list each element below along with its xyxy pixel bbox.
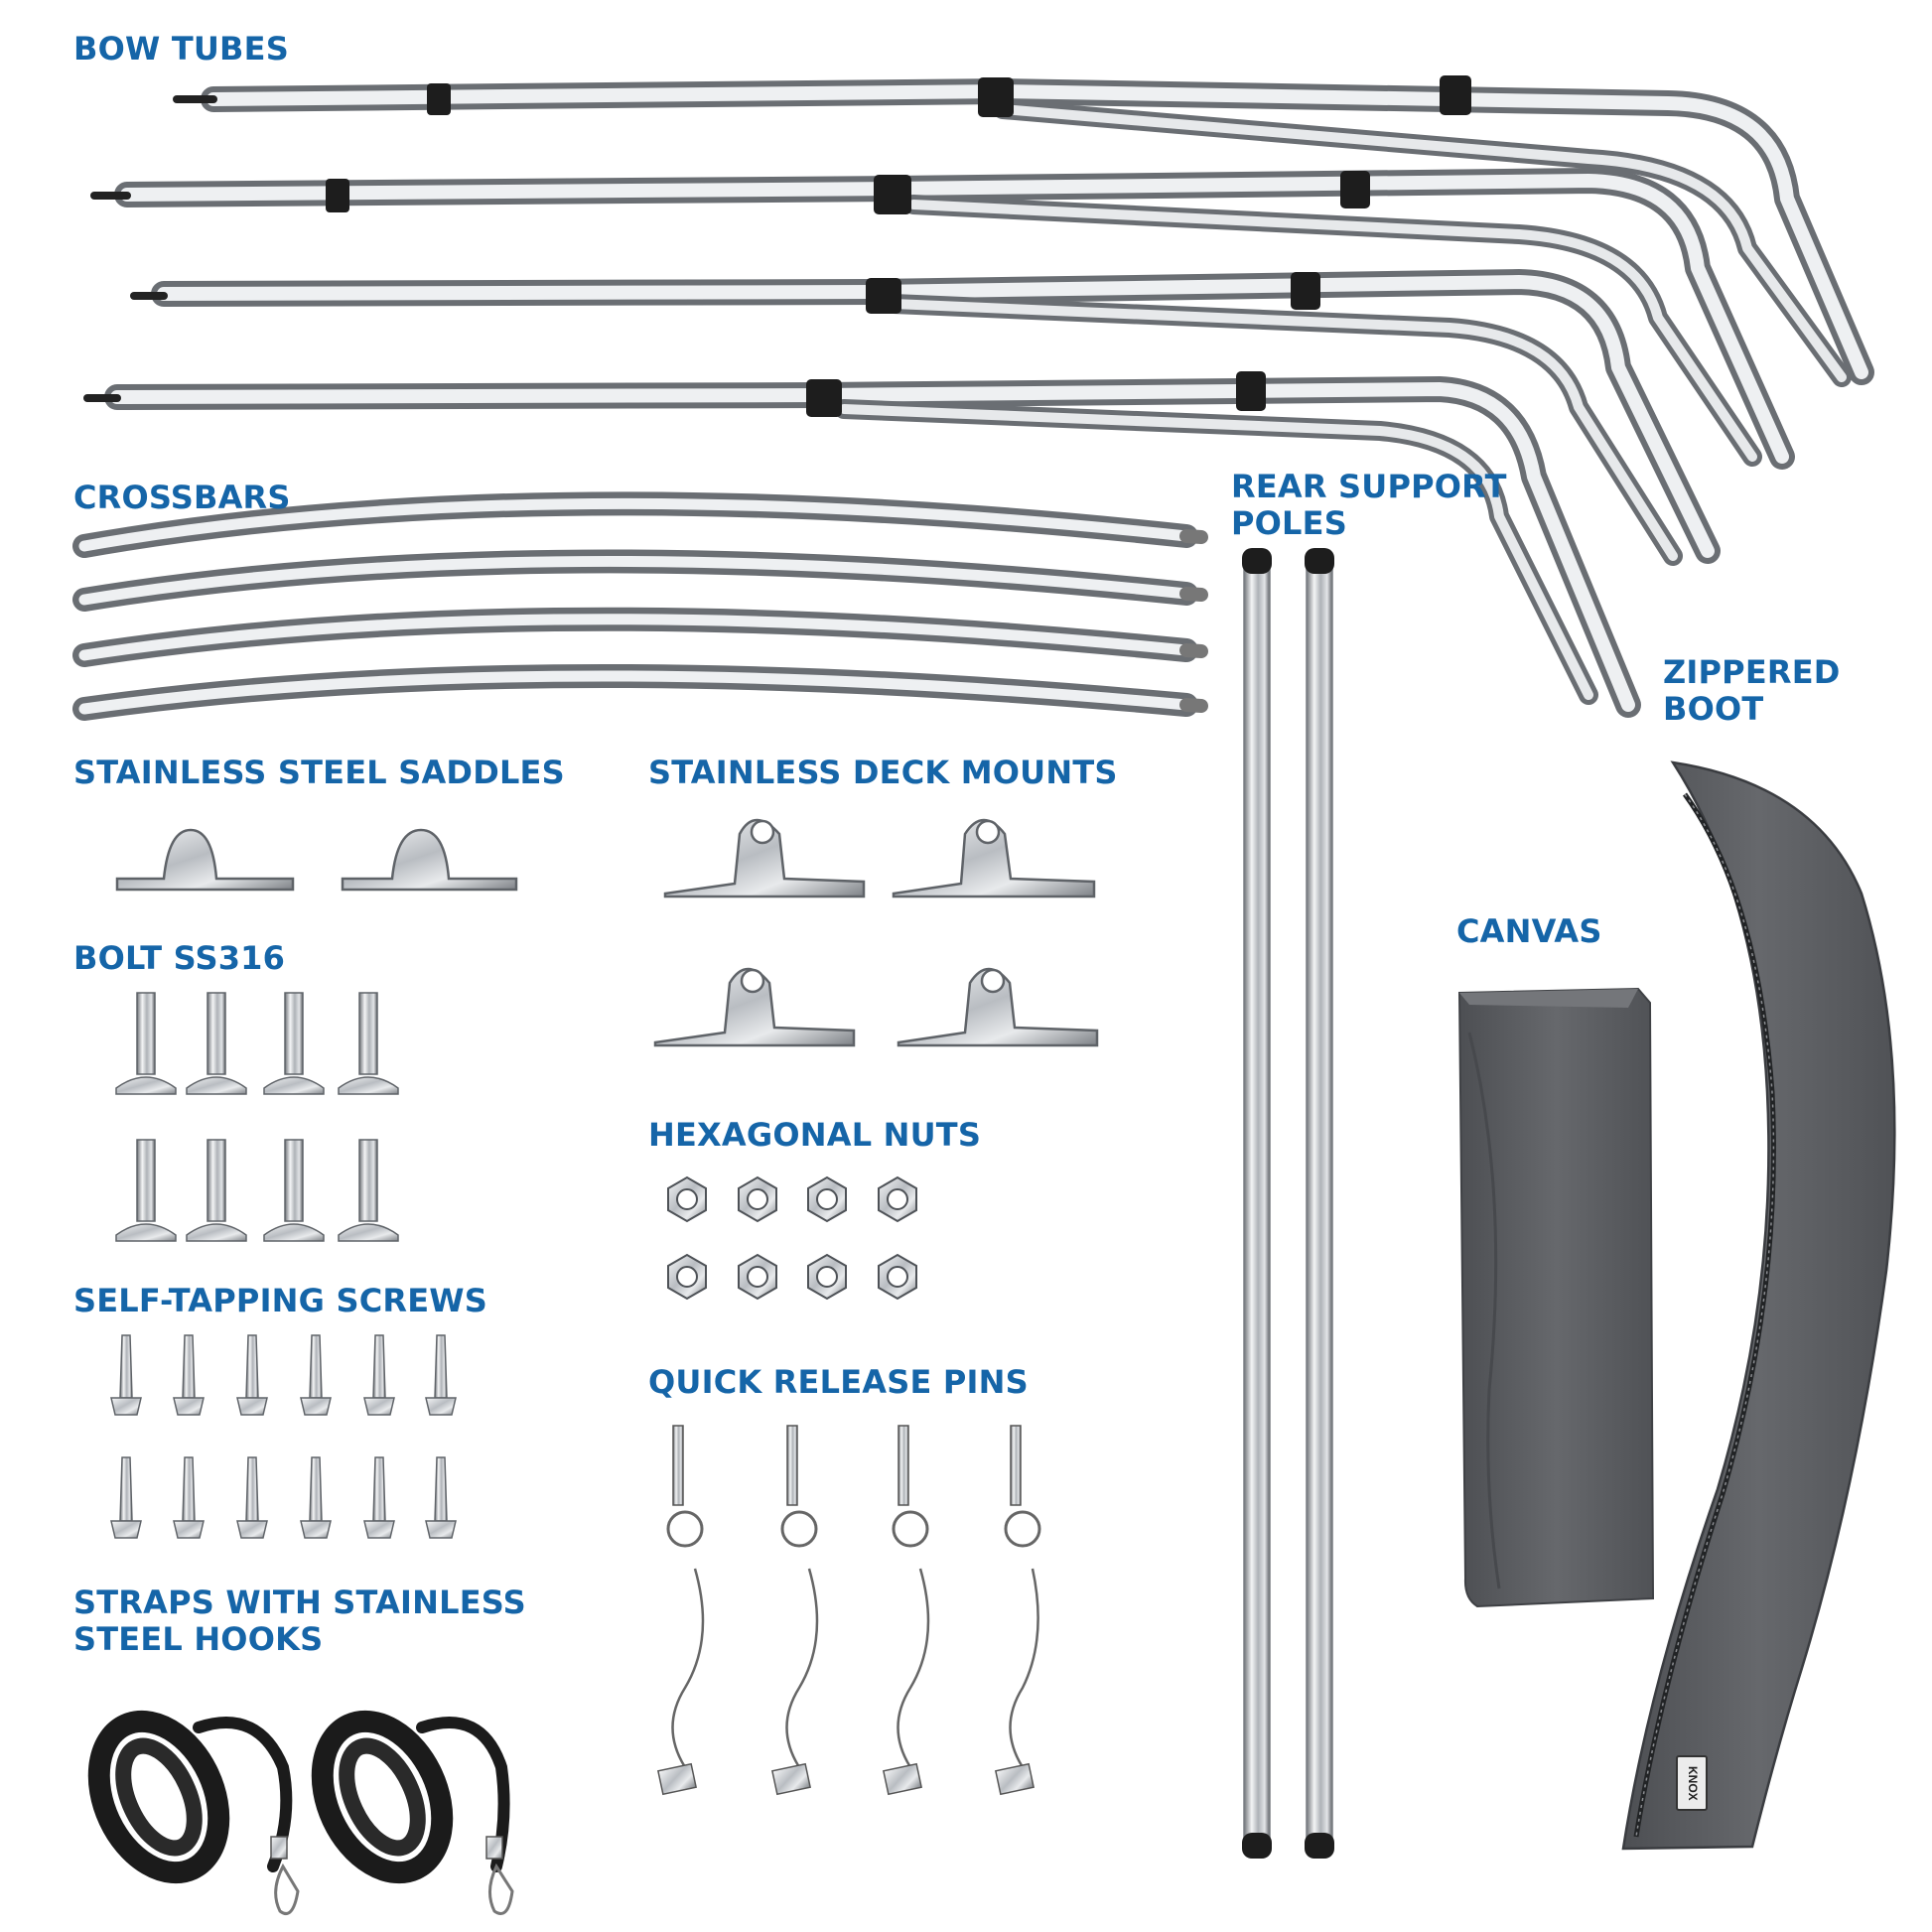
screw-9 xyxy=(236,1456,268,1539)
label-canvas: CANVAS xyxy=(1456,912,1602,950)
saddle-2 xyxy=(341,828,518,892)
label-rear-support-1: REAR SUPPORT xyxy=(1231,468,1507,505)
deck-mounts xyxy=(653,818,1099,1047)
strap-2 xyxy=(311,1710,514,1915)
screw-2 xyxy=(173,1334,205,1416)
bolts xyxy=(115,992,399,1242)
label-screws: SELF-TAPPING SCREWS xyxy=(73,1282,488,1319)
bolt-7 xyxy=(263,1139,325,1242)
screw-10 xyxy=(300,1456,332,1539)
quick-release-pin-2 xyxy=(770,1425,819,1796)
hex-nut-2 xyxy=(738,1175,777,1223)
screw-7 xyxy=(110,1456,142,1539)
deck-mount-4 xyxy=(897,967,1099,1047)
hex-nut-3 xyxy=(807,1175,847,1223)
label-zippered-2: BOOT xyxy=(1663,690,1764,728)
zippered-boot xyxy=(1621,760,1896,1851)
saddles xyxy=(115,828,518,892)
hex-nut-8 xyxy=(878,1253,917,1301)
rear-support-pole-2 xyxy=(1305,548,1334,1859)
bolt-3 xyxy=(263,992,325,1095)
screw-1 xyxy=(110,1334,142,1416)
canvas-folded xyxy=(1457,987,1655,1608)
screw-11 xyxy=(363,1456,395,1539)
screws xyxy=(110,1334,457,1539)
bolt-1 xyxy=(115,992,177,1095)
screw-12 xyxy=(425,1456,457,1539)
deck-mount-3 xyxy=(653,967,856,1047)
boot-logo-tag: KNOX xyxy=(1676,1755,1708,1811)
screw-5 xyxy=(363,1334,395,1416)
hex-nut-4 xyxy=(878,1175,917,1223)
rear-support-pole-1 xyxy=(1242,548,1272,1859)
screw-4 xyxy=(300,1334,332,1416)
bolt-6 xyxy=(186,1139,247,1242)
label-hex-nuts: HEXAGONAL NUTS xyxy=(648,1116,982,1154)
quick-release-pin-4 xyxy=(994,1425,1041,1796)
bolt-8 xyxy=(338,1139,399,1242)
bolt-5 xyxy=(115,1139,177,1242)
hex-nut-6 xyxy=(738,1253,777,1301)
label-bolt: BOLT SS316 xyxy=(73,939,286,977)
label-deck-mounts: STAINLESS DECK MOUNTS xyxy=(648,754,1118,791)
quick-release-pin-1 xyxy=(656,1425,705,1796)
quick-release-pin-3 xyxy=(882,1425,930,1796)
bow-tube-1 xyxy=(173,75,1874,387)
bolt-2 xyxy=(186,992,247,1095)
crossbar-3 xyxy=(72,607,1208,667)
straps xyxy=(87,1710,514,1915)
label-bow-tubes: BOW TUBES xyxy=(73,30,289,68)
hex-nut-7 xyxy=(807,1253,847,1301)
strap-1 xyxy=(87,1710,300,1915)
screw-6 xyxy=(425,1334,457,1416)
bow-tubes xyxy=(83,75,1874,718)
hex-nut-1 xyxy=(667,1175,707,1223)
label-saddles: STAINLESS STEEL SADDLES xyxy=(73,754,565,791)
hex-nut-5 xyxy=(667,1253,707,1301)
rear-support-poles xyxy=(1242,548,1334,1859)
screw-8 xyxy=(173,1456,205,1539)
crossbar-4 xyxy=(72,663,1208,721)
label-straps-2: STEEL HOOKS xyxy=(73,1620,324,1658)
crossbar-1 xyxy=(72,491,1208,558)
label-straps-1: STRAPS WITH STAINLESS xyxy=(73,1584,526,1621)
hex-nuts xyxy=(667,1175,917,1301)
bolt-4 xyxy=(338,992,399,1095)
crossbar-2 xyxy=(72,549,1208,612)
bow-tube-2 xyxy=(90,168,1795,470)
bow-tube-4 xyxy=(83,371,1641,718)
screw-3 xyxy=(236,1334,268,1416)
deck-mount-1 xyxy=(663,818,866,898)
deck-mount-2 xyxy=(892,818,1096,898)
bow-tube-3 xyxy=(130,269,1721,566)
label-crossbars: CROSSBARS xyxy=(73,479,291,516)
label-pins: QUICK RELEASE PINS xyxy=(648,1363,1029,1401)
saddle-1 xyxy=(115,828,295,892)
label-rear-support-2: POLES xyxy=(1231,504,1347,542)
label-zippered-1: ZIPPERED xyxy=(1663,653,1841,691)
quick-release-pins xyxy=(656,1425,1041,1796)
crossbars xyxy=(72,491,1208,721)
